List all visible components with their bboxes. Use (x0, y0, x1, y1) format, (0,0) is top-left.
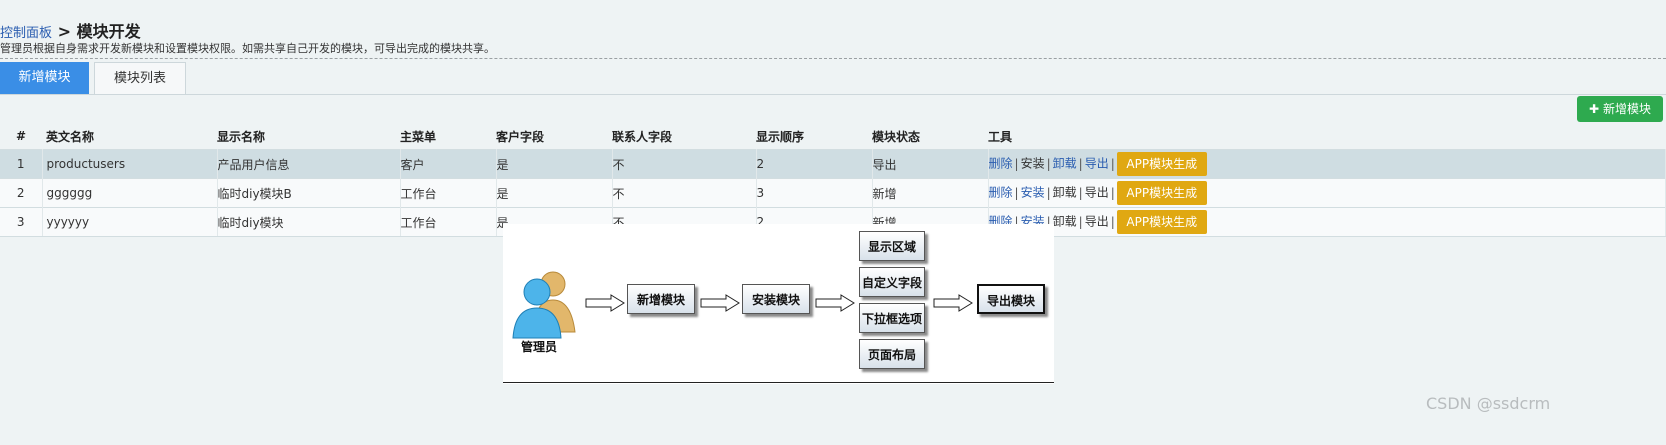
cell-en-name: yyyyyy (42, 207, 218, 237)
arrow-right-icon (815, 294, 855, 312)
breadcrumb-link-control-panel[interactable]: 控制面板 (0, 26, 53, 41)
tool-separator: | (1014, 156, 1019, 171)
tool-separator: | (1110, 156, 1115, 171)
tool-separator: | (1078, 214, 1083, 229)
cell-tools: 删除|安装|卸载|导出|APP模块生成 (988, 178, 1666, 208)
option-custom-field: 自定义字段 (859, 267, 925, 297)
arrow-right-icon (933, 294, 973, 312)
delete-link[interactable]: 删除 (988, 185, 1013, 200)
table-row[interactable]: 2 gggggg 临时diy模块B 工作台 是 不 3 新增 删除|安装|卸载|… (0, 178, 1666, 208)
module-flow-diagram: 管理员 新增模块 安装模块 显示区域 自定义字段 下拉框选项 页面布局 导出模块 (503, 224, 1054, 384)
tab-module-list[interactable]: 模块列表 (94, 62, 186, 94)
col-header-en-name: 英文名称 (42, 123, 217, 150)
cell-num: 3 (0, 207, 43, 237)
col-header-display-order: 显示顺序 (756, 123, 872, 150)
cell-contact-field: 不 (612, 178, 757, 208)
arrow-right-icon (585, 294, 625, 312)
uninstall-link[interactable]: 卸载 (1052, 156, 1077, 171)
tool-separator: | (1014, 214, 1019, 229)
option-display-area: 显示区域 (859, 231, 925, 261)
module-table: # 英文名称 显示名称 主菜单 客户字段 联系人字段 显示顺序 模块状态 工具 … (0, 123, 1666, 237)
col-header-customer-field: 客户字段 (496, 123, 612, 150)
cell-main-menu: 客户 (400, 149, 497, 179)
cell-main-menu: 工作台 (400, 207, 497, 237)
tool-separator: | (1110, 185, 1115, 200)
install-link[interactable]: 安装 (1020, 185, 1045, 200)
cell-contact-field: 不 (612, 149, 757, 179)
cell-num: 1 (0, 149, 43, 179)
col-header-main-menu: 主菜单 (400, 123, 496, 150)
page-header: 控制面板 > 模块开发 管理员根据自身需求开发新模块和设置模块权限。如需共享自己… (0, 0, 1666, 59)
cell-display-order: 3 (756, 178, 873, 208)
admin-users-icon (512, 271, 576, 339)
page-description: 管理员根据自身需求开发新模块和设置模块权限。如需共享自己开发的模块，可导出完成的… (0, 42, 495, 55)
app-module-generate-button[interactable]: APP模块生成 (1116, 210, 1207, 234)
uninstall-link[interactable]: 卸载 (1052, 185, 1077, 200)
delete-link[interactable]: 删除 (988, 156, 1013, 171)
tool-separator: | (1046, 156, 1051, 171)
col-header-display-name: 显示名称 (217, 123, 400, 150)
app-module-generate-button[interactable]: APP模块生成 (1116, 181, 1207, 205)
cell-en-name: productusers (42, 149, 218, 179)
tool-separator: | (1110, 214, 1115, 229)
tool-separator: | (1078, 156, 1083, 171)
tool-separator: | (1046, 185, 1051, 200)
cell-display-name: 临时diy模块 (217, 207, 401, 237)
tool-separator: | (1014, 185, 1019, 200)
cell-tools: 删除|安装|卸载|导出|APP模块生成 (988, 207, 1666, 237)
table-row[interactable]: 3 yyyyyy 临时diy模块 工作台 是 不 2 新增 删除|安装|卸载|导… (0, 207, 1666, 237)
add-module-label: 新增模块 (1602, 102, 1651, 116)
cell-customer-field: 是 (496, 178, 613, 208)
step-install-module: 安装模块 (742, 284, 810, 314)
admin-label: 管理员 (521, 340, 558, 354)
cell-module-status: 新增 (872, 178, 989, 208)
option-dropdown-options: 下拉框选项 (859, 303, 925, 333)
col-header-module-status: 模块状态 (872, 123, 988, 150)
tab-new-module[interactable]: 新增模块 (0, 62, 89, 94)
col-header-contact-field: 联系人字段 (612, 123, 756, 150)
col-header-tools: 工具 (988, 123, 1666, 150)
option-page-layout: 页面布局 (859, 339, 925, 369)
cell-display-name: 产品用户信息 (217, 149, 401, 179)
cell-display-order: 2 (756, 149, 873, 179)
cell-customer-field: 是 (496, 149, 613, 179)
breadcrumb-separator: > (52, 22, 77, 41)
tool-separator: | (1078, 185, 1083, 200)
export-link[interactable]: 导出 (1084, 214, 1109, 229)
cell-main-menu: 工作台 (400, 178, 497, 208)
export-link[interactable]: 导出 (1084, 156, 1109, 171)
cell-en-name: gggggg (42, 178, 218, 208)
tab-bar: 新增模块 模块列表 (0, 62, 1666, 95)
cell-tools: 删除|安装|卸载|导出|APP模块生成 (988, 149, 1666, 179)
app-module-generate-button[interactable]: APP模块生成 (1116, 152, 1207, 176)
diagram-baseline (503, 382, 1054, 383)
export-link[interactable]: 导出 (1084, 185, 1109, 200)
page-title: 模块开发 (76, 22, 141, 41)
uninstall-link[interactable]: 卸载 (1052, 214, 1077, 229)
table-row[interactable]: 1 productusers 产品用户信息 客户 是 不 2 导出 删除|安装|… (0, 149, 1666, 179)
step-new-module: 新增模块 (627, 284, 695, 314)
install-link[interactable]: 安装 (1020, 156, 1045, 171)
cell-num: 2 (0, 178, 43, 208)
watermark: CSDN @ssdcrm (1426, 394, 1551, 413)
cell-module-status: 导出 (872, 149, 989, 179)
cell-display-name: 临时diy模块B (217, 178, 401, 208)
table-header-row: # 英文名称 显示名称 主菜单 客户字段 联系人字段 显示顺序 模块状态 工具 (0, 123, 1666, 150)
breadcrumb: 控制面板 > 模块开发 (0, 18, 141, 42)
arrow-right-icon (700, 294, 740, 312)
col-header-num: # (0, 123, 42, 150)
plus-icon: ✚ (1589, 102, 1600, 116)
tool-separator: | (1046, 214, 1051, 229)
step-export-module: 导出模块 (977, 284, 1045, 314)
add-module-button[interactable]: ✚ 新增模块 (1577, 96, 1663, 122)
